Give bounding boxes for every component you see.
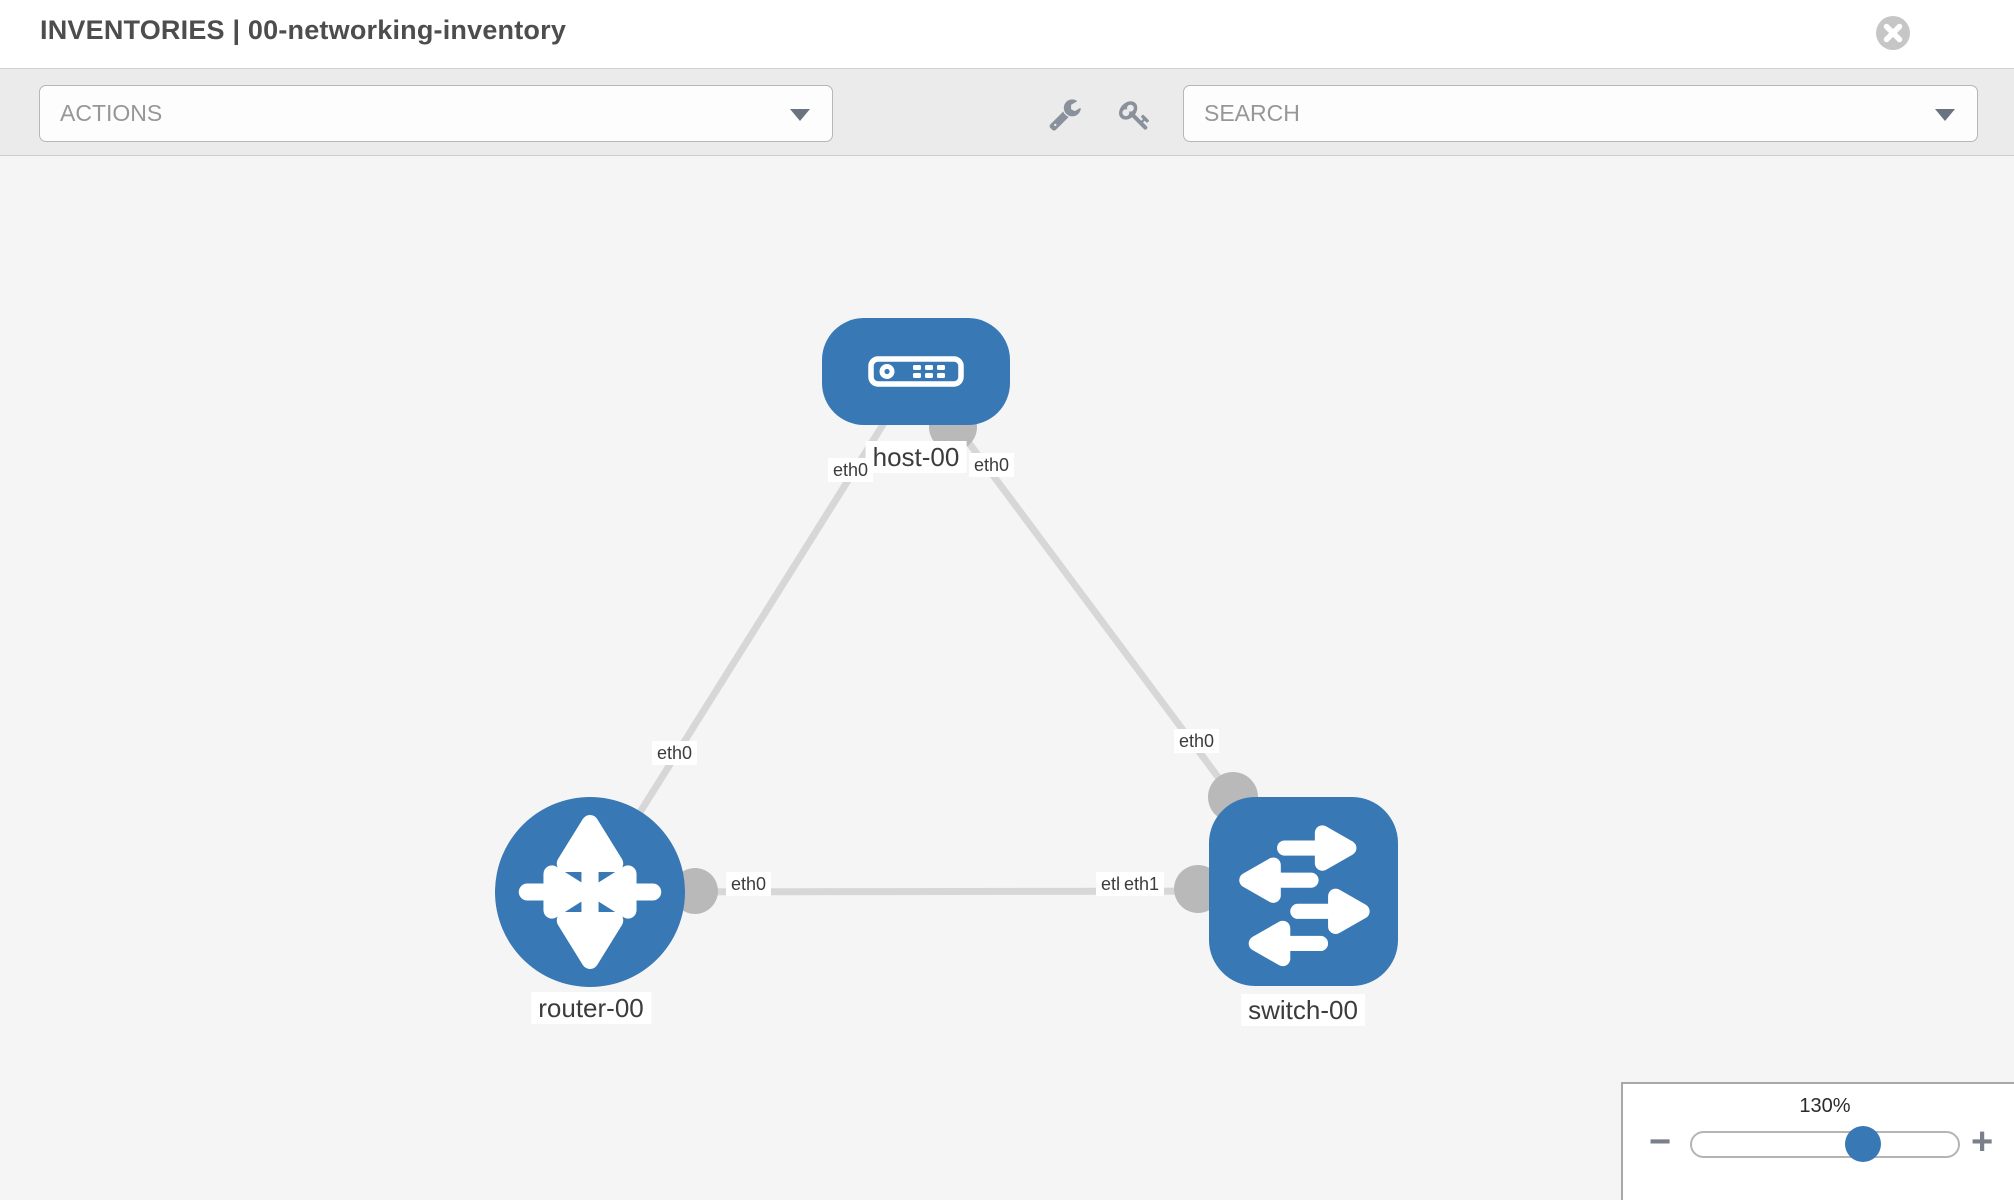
search-dropdown[interactable]: SEARCH [1183,85,1978,142]
interface-label-host00-to-router: eth0 [828,458,874,482]
header: INVENTORIES | 00-networking-inventory [0,0,2014,68]
host-icon [868,356,964,387]
toolbar: ACTIONS SEARCH [0,68,2014,156]
zoom-panel: 130% − + [1621,1082,2014,1200]
chevron-down-icon [1935,108,1955,121]
interface-label-switch00-to-router: eth1 [1119,872,1165,896]
node-switch-00[interactable] [1209,797,1398,986]
interface-label-switch00-to-host: eth0 [1174,729,1220,753]
node-router-00[interactable] [495,797,685,987]
node-label-switch-00: switch-00 [1241,994,1365,1026]
close-circle-icon [1876,16,1910,50]
zoom-slider-thumb[interactable] [1845,1126,1881,1162]
actions-dropdown[interactable]: ACTIONS [39,85,833,142]
search-dropdown-placeholder: SEARCH [1204,100,1300,126]
topology-links-layer [587,369,1306,914]
node-host-00[interactable] [822,318,1010,425]
close-button[interactable] [1875,15,1911,51]
key-icon [1119,101,1150,130]
tools-button[interactable] [1048,97,1082,131]
zoom-slider[interactable] [1690,1131,1960,1158]
actions-dropdown-placeholder: ACTIONS [60,100,163,126]
zoom-in-button[interactable]: + [1971,1121,1994,1163]
interface-label-router00-to-switch: eth0 [726,872,772,896]
node-label-router-00: router-00 [531,992,651,1024]
zoom-out-button[interactable]: − [1649,1121,1672,1163]
wrench-icon [1049,99,1081,131]
page-title: INVENTORIES | 00-networking-inventory [40,15,567,45]
node-label-host-00: host-00 [865,441,967,473]
router-icon [518,815,662,969]
switch-icon [1239,825,1370,967]
zoom-level: 130% [1799,1095,1851,1117]
topology-canvas[interactable]: host-00 router-00 switch-00 eth0 eth0 et… [0,156,2014,1200]
chevron-down-icon [790,108,810,121]
interface-label-host00-to-switch: eth0 [969,453,1015,477]
credentials-button[interactable] [1116,99,1154,131]
interface-label-router00-to-host: eth0 [652,741,698,765]
